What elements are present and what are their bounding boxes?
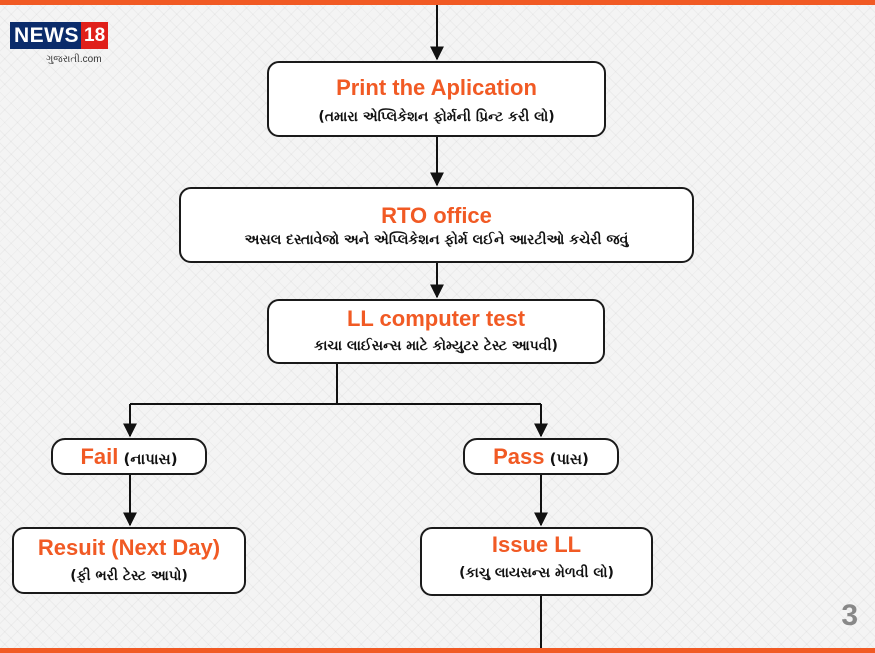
node-pass: Pass (પાસ) xyxy=(463,438,619,475)
node-issue-title: Issue LL xyxy=(491,532,582,557)
node-rto-office: RTO office અસલ દસ્તાવેજો અને એપ્લિકેશન ફ… xyxy=(179,187,694,263)
node-issue-subtitle: (કાચુ લાયસન્સ મેળવી લો) xyxy=(459,565,614,581)
node-issue-ll: Issue LL (કાચુ લાયસન્સ મેળવી લો) xyxy=(420,527,653,596)
node-pass-title: Pass xyxy=(493,444,545,469)
node-ll-computer-test: LL computer test કાચા લાઈસન્સ માટે કોમ્ય… xyxy=(267,299,605,364)
logo-news-text: NEWS xyxy=(10,22,83,49)
logo-subtitle: ગુજરાતી.com xyxy=(46,54,102,65)
logo-number: 18 xyxy=(81,22,109,49)
node-print-application: Print the Aplication (તમારા એપ્લિકેશન ફો… xyxy=(267,61,606,137)
node-print-title: Print the Aplication xyxy=(336,75,537,100)
node-rto-subtitle: અસલ દસ્તાવેજો અને એપ્લિકેશન ફોર્મ લઈને આ… xyxy=(244,232,629,248)
node-result-title: Resuit (Next Day) xyxy=(37,535,221,560)
top-accent-bar xyxy=(0,0,875,5)
page-number: 3 xyxy=(841,599,858,632)
node-pass-subtitle: (પાસ) xyxy=(549,450,589,468)
bottom-accent-bar xyxy=(0,648,875,653)
node-fail-subtitle: (નાપાસ) xyxy=(123,450,178,468)
node-fail-title: Fail xyxy=(80,444,119,469)
node-result-subtitle: (ફી ભરી ટેસ્ટ આપો) xyxy=(70,568,188,584)
node-result-next-day: Resuit (Next Day) (ફી ભરી ટેસ્ટ આપો) xyxy=(12,527,246,594)
node-test-subtitle: કાચા લાઈસન્સ માટે કોમ્યુટર ટેસ્ટ આપવી) xyxy=(314,338,558,354)
node-rto-title: RTO office xyxy=(381,203,492,228)
node-test-title: LL computer test xyxy=(346,306,526,331)
node-fail: Fail (નાપાસ) xyxy=(51,438,207,475)
node-print-subtitle: (તમારા એપ્લિકેશન ફોર્મની પ્રિન્ટ કરી લો) xyxy=(318,109,555,125)
